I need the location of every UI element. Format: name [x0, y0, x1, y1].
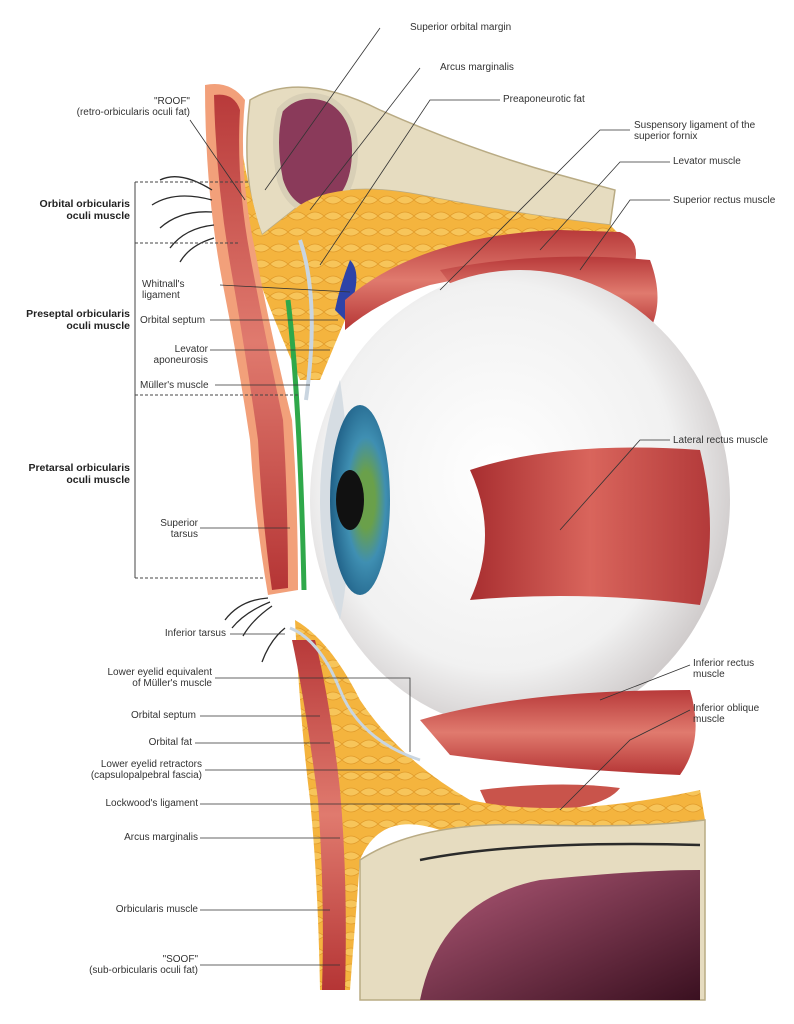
label-orbital-septum-lower: Orbital septum — [130, 710, 196, 721]
label-pretarsal-orbicularis: Pretarsal orbicularis oculi muscle — [28, 462, 130, 486]
label-whitnalls-ligament: Whitnall's ligament — [142, 279, 185, 301]
inferior-muscles — [420, 690, 696, 813]
label-inferior-rectus: Inferior rectus muscle — [693, 658, 755, 680]
label-superior-rectus: Superior rectus muscle — [673, 195, 776, 206]
label-orbicularis-muscle: Orbicularis muscle — [115, 904, 198, 915]
leader-lines — [189, 27, 691, 966]
label-mullers-muscle: Müller's muscle — [140, 380, 209, 391]
label-inferior-tarsus: Inferior tarsus — [164, 628, 226, 639]
label-orbital-fat: Orbital fat — [148, 737, 192, 748]
label-lower-eyelid-mullers: Lower eyelid equivalent of Müller's musc… — [107, 667, 212, 689]
lower-orbital-bone — [359, 819, 706, 1001]
bracket-lines — [134, 181, 300, 579]
upper-fat-pad — [235, 110, 625, 380]
label-preseptal-orbicularis: Preseptal orbicularis oculi muscle — [26, 308, 130, 332]
label-preaponeurotic-fat: Preaponeurotic fat — [503, 94, 585, 105]
upper-eyelid-tissue — [205, 84, 357, 595]
lateral-rectus-muscle — [470, 447, 710, 605]
label-arcus-marginalis-lower: Arcus marginalis — [124, 832, 198, 843]
label-suspensory-ligament: Suspensory ligament of the superior forn… — [634, 120, 756, 142]
label-inferior-oblique: Inferior oblique muscle — [693, 703, 760, 725]
label-arcus-marginalis-upper: Arcus marginalis — [440, 62, 514, 73]
label-lateral-rectus: Lateral rectus muscle — [673, 435, 769, 446]
label-orbital-septum-upper: Orbital septum — [140, 315, 206, 326]
label-soof: "SOOF" (sub-orbicularis oculi fat) — [89, 954, 198, 976]
label-roof: "ROOF" (retro-orbicularis oculi fat) — [76, 96, 190, 118]
lower-fat-and-eyelid — [261, 620, 705, 990]
label-levator-muscle: Levator muscle — [673, 156, 741, 167]
label-superior-tarsus: Superior tarsus — [160, 518, 198, 540]
label-superior-orbital-margin: Superior orbital margin — [410, 22, 512, 33]
label-lower-eyelid-retractors: Lower eyelid retractors (capsulopalpebra… — [90, 759, 202, 781]
lashes-upper — [151, 176, 273, 637]
label-orbital-orbicularis: Orbital orbicularis oculi muscle — [39, 198, 130, 222]
label-lockwoods-ligament: Lockwood's ligament — [105, 798, 198, 809]
label-levator-aponeurosis: Levator aponeurosis — [153, 344, 208, 366]
